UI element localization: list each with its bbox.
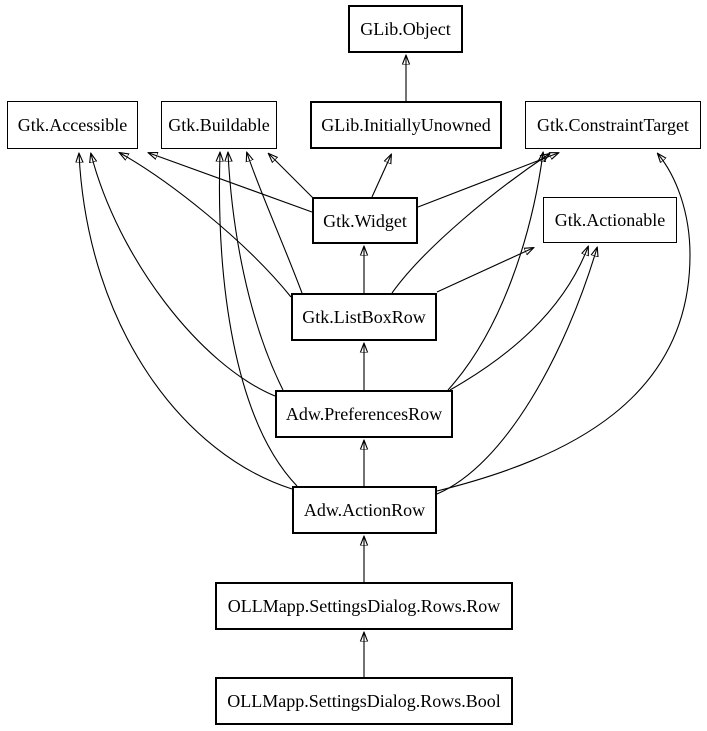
edge-listboxrow-to-buildable	[247, 153, 303, 294]
node-label: Adw.PreferencesRow	[285, 404, 443, 424]
node-label: Gtk.ConstraintTarget	[537, 115, 689, 135]
node-label: Adw.ActionRow	[303, 500, 426, 520]
node-label: Gtk.Buildable	[168, 115, 270, 135]
node-gtk-constrainttarget[interactable]: Gtk.ConstraintTarget	[525, 101, 701, 149]
node-gtk-actionable[interactable]: Gtk.Actionable	[543, 197, 677, 243]
edge-actionrow-to-buildable	[219, 153, 298, 487]
node-gtk-listboxrow[interactable]: Gtk.ListBoxRow	[291, 293, 437, 341]
edge-actionrow-to-accessible	[79, 154, 293, 490]
node-label: Gtk.Actionable	[554, 210, 666, 230]
edge-listboxrow-to-accessible	[120, 153, 292, 298]
node-label: GLib.InitiallyUnowned	[321, 115, 491, 135]
edge-preferencesrow-to-buildable	[228, 153, 284, 391]
node-label: Gtk.ListBoxRow	[302, 307, 426, 327]
node-adw-preferencesrow[interactable]: Adw.PreferencesRow	[275, 390, 453, 438]
edge-listboxrow-to-constrainttarget	[391, 154, 549, 294]
edge-preferencesrow-to-actionable	[449, 247, 588, 391]
edge-preferencesrow-to-accessible	[91, 154, 276, 397]
edge-widget-to-initiallyunowned	[371, 155, 391, 198]
node-label: OLLMapp.SettingsDialog.Rows.Row	[227, 596, 501, 616]
node-label: Gtk.Accessible	[17, 115, 128, 135]
node-ollmapp-settingsdialog-rows-row[interactable]: OLLMapp.SettingsDialog.Rows.Row	[215, 582, 513, 630]
edge-widget-to-constrainttarget	[417, 153, 558, 208]
node-label: GLib.Object	[360, 19, 451, 39]
node-glib-initiallyunowned[interactable]: GLib.InitiallyUnowned	[310, 101, 502, 149]
node-gtk-accessible[interactable]: Gtk.Accessible	[7, 101, 138, 149]
node-adw-actionrow[interactable]: Adw.ActionRow	[292, 486, 437, 534]
edge-listboxrow-to-actionable	[436, 248, 533, 293]
edge-actionrow-to-actionable	[436, 248, 597, 495]
node-ollmapp-settingsdialog-rows-bool[interactable]: OLLMapp.SettingsDialog.Rows.Bool	[215, 677, 513, 725]
node-glib-object[interactable]: GLib.Object	[348, 5, 463, 53]
node-label: OLLMapp.SettingsDialog.Rows.Bool	[227, 691, 501, 711]
edge-preferencesrow-to-constrainttarget	[447, 153, 543, 391]
edge-actionrow-to-constrainttarget	[436, 154, 691, 492]
node-gtk-buildable[interactable]: Gtk.Buildable	[161, 101, 277, 149]
edge-widget-to-buildable	[269, 154, 314, 199]
node-gtk-widget[interactable]: Gtk.Widget	[312, 197, 418, 244]
node-label: Gtk.Widget	[323, 210, 407, 231]
